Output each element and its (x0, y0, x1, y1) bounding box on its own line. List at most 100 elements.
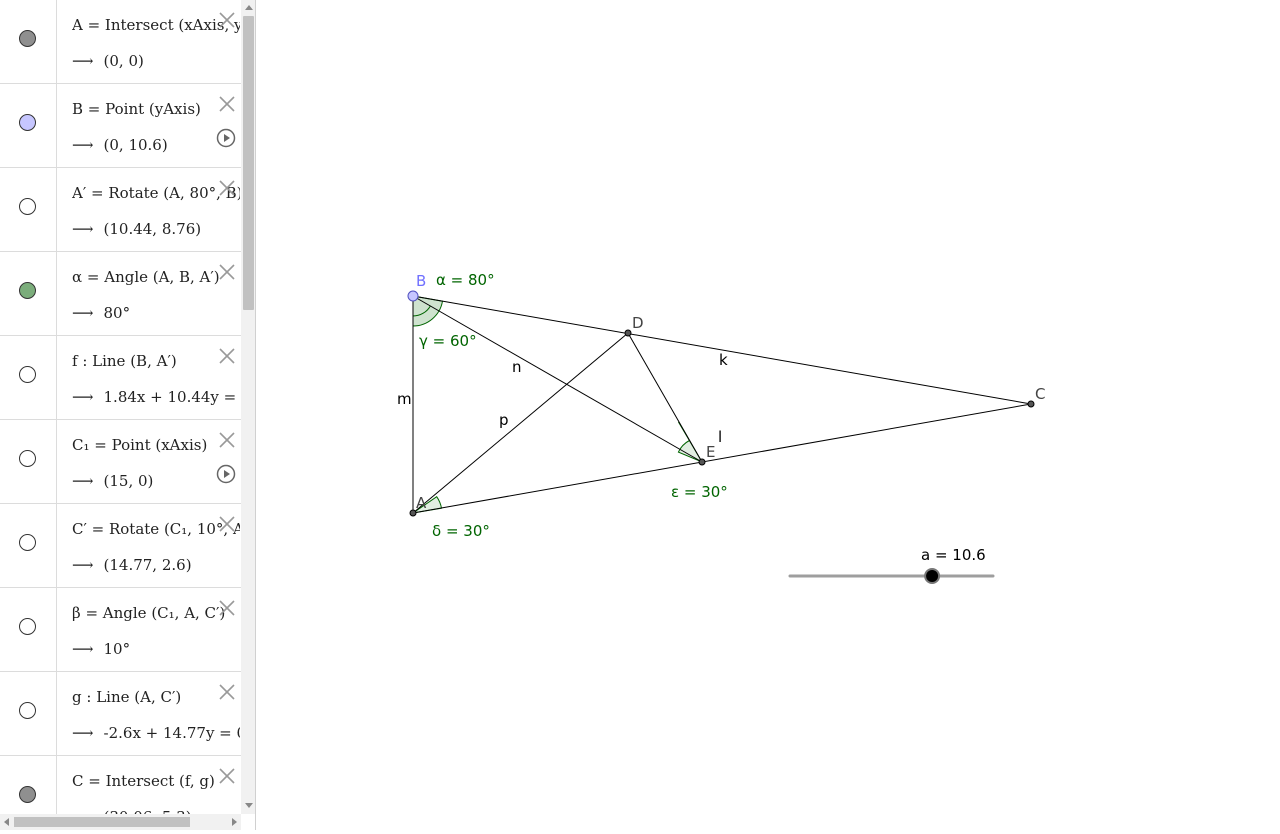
object-definition[interactable]: C₁ = Point (xAxis) (72, 436, 208, 454)
point-E[interactable] (698, 458, 706, 466)
row-marble-area (0, 168, 57, 251)
label-point-E: E (706, 443, 715, 461)
visibility-toggle[interactable] (19, 282, 36, 299)
close-icon[interactable] (218, 683, 236, 701)
object-value-line: ⟶10° (72, 640, 240, 658)
row-marble-area (0, 336, 57, 419)
row-marble-area (0, 504, 57, 587)
label-angle-alpha: α = 80° (436, 271, 495, 289)
close-icon[interactable] (218, 179, 236, 197)
arrow-icon: ⟶ (72, 52, 94, 70)
angle-alpha-sector[interactable] (412, 295, 444, 327)
object-definition[interactable]: B = Point (yAxis) (72, 100, 201, 118)
algebra-row[interactable]: A = Intersect (xAxis, yAxis) ⟶ (0, 0) (0, 0, 241, 84)
segment-l[interactable] (627, 332, 703, 463)
close-icon[interactable] (218, 95, 236, 113)
object-definition[interactable]: β = Angle (C₁, A, C′) (72, 604, 226, 622)
label-line-k: k (719, 351, 728, 369)
label-angle-delta: δ = 30° (432, 522, 490, 540)
visibility-toggle[interactable] (19, 450, 36, 467)
play-icon[interactable] (216, 464, 236, 484)
horizontal-scroll-thumb[interactable] (14, 817, 190, 827)
object-value: (15, 0) (103, 472, 154, 490)
object-value-line: ⟶1.84x + 10.44y = 110.67 (72, 388, 240, 406)
object-value: -2.6x + 14.77y = 0 (103, 724, 240, 742)
close-icon[interactable] (218, 11, 236, 29)
scroll-left-arrow[interactable] (4, 818, 9, 826)
label-angle-gamma: γ = 60° (419, 332, 477, 350)
segment-AC[interactable] (412, 403, 1032, 514)
visibility-toggle[interactable] (19, 618, 36, 635)
close-icon[interactable] (218, 347, 236, 365)
label-point-C: C (1035, 385, 1045, 403)
angle-gamma-arc (412, 305, 431, 317)
algebra-row[interactable]: C′ = Rotate (C₁, 10°, A) ⟶ (14.77, 2.6) (0, 504, 241, 588)
scroll-up-arrow[interactable] (245, 5, 253, 10)
close-icon[interactable] (218, 431, 236, 449)
visibility-toggle[interactable] (19, 786, 36, 803)
algebra-row[interactable]: α = Angle (A, B, A′)⟶80° (0, 252, 241, 336)
label-line-m: m (397, 390, 412, 408)
point-D[interactable] (624, 329, 632, 337)
point-A[interactable] (409, 509, 417, 517)
horizontal-scrollbar[interactable] (0, 814, 241, 830)
segment-k[interactable] (412, 295, 1032, 405)
visibility-toggle[interactable] (19, 534, 36, 551)
object-definition[interactable]: A′ = Rotate (A, 80°, B) (72, 184, 240, 202)
scroll-down-arrow[interactable] (245, 803, 253, 808)
row-marble-area (0, 252, 57, 335)
graphics-view[interactable]: m n p k l B A D E C α = 80° γ = 60° δ = … (256, 0, 1280, 830)
row-marble-area (0, 420, 57, 503)
arrow-icon: ⟶ (72, 724, 94, 742)
point-C[interactable] (1027, 400, 1035, 408)
arrow-icon: ⟶ (72, 220, 94, 238)
object-value: (14.77, 2.6) (103, 556, 192, 574)
vertical-scroll-thumb[interactable] (243, 16, 254, 310)
visibility-toggle[interactable] (19, 702, 36, 719)
algebra-view: A = Intersect (xAxis, yAxis) ⟶ (0, 0) B = P… (0, 0, 256, 830)
visibility-toggle[interactable] (19, 198, 36, 215)
object-value-line: ⟶(15, 0) (72, 472, 240, 490)
object-definition[interactable]: C′ = Rotate (C₁, 10°, A) (72, 520, 240, 538)
point-B[interactable] (407, 290, 419, 302)
close-icon[interactable] (218, 515, 236, 533)
visibility-toggle[interactable] (19, 30, 36, 47)
algebra-row[interactable]: A′ = Rotate (A, 80°, B) ⟶(10.44, 8.76) (0, 168, 241, 252)
object-value: (0, 0) (103, 52, 144, 70)
visibility-toggle[interactable] (19, 114, 36, 131)
object-definition[interactable]: f : Line (B, A′) (72, 352, 177, 370)
algebra-row[interactable]: C₁ = Point (xAxis) ⟶(15, 0) (0, 420, 241, 504)
algebra-row[interactable]: B = Point (yAxis) ⟶ (0, 10.6) (0, 84, 241, 168)
close-icon[interactable] (218, 767, 236, 785)
arrow-icon: ⟶ (72, 304, 94, 322)
row-marble-area (0, 84, 57, 167)
vertical-scrollbar[interactable] (241, 0, 255, 814)
algebra-row[interactable]: g : Line (A, C′) ⟶ -2.6x + 14.77y = 0 (0, 672, 241, 756)
row-marble-area (0, 756, 57, 830)
algebra-row[interactable]: β = Angle (C₁, A, C′) ⟶10° (0, 588, 241, 672)
label-point-B: B (416, 272, 426, 290)
label-point-D: D (632, 314, 644, 332)
object-definition[interactable]: α = Angle (A, B, A′) (72, 268, 220, 286)
segment-p[interactable] (412, 332, 629, 514)
object-definition[interactable]: g : Line (A, C′) (72, 688, 182, 706)
object-value-line: ⟶(10.44, 8.76) (72, 220, 240, 238)
close-icon[interactable] (218, 263, 236, 281)
close-icon[interactable] (218, 599, 236, 617)
arrow-icon: ⟶ (72, 136, 94, 154)
segment-n[interactable] (412, 295, 703, 463)
scroll-right-arrow[interactable] (232, 818, 237, 826)
arrow-icon: ⟶ (72, 556, 94, 574)
visibility-toggle[interactable] (19, 366, 36, 383)
row-marble-area (0, 0, 57, 83)
slider-label: a = 10.6 (921, 546, 986, 564)
slider-handle[interactable] (924, 568, 941, 584)
row-marble-area (0, 672, 57, 755)
play-icon[interactable] (216, 128, 236, 148)
object-definition[interactable]: A = Intersect (xAxis, yAxis) (72, 16, 240, 34)
label-line-n: n (512, 358, 522, 376)
algebra-row[interactable]: f : Line (B, A′) ⟶1.84x + 10.44y = 110.67 (0, 336, 241, 420)
object-definition[interactable]: C = Intersect (f, g) (72, 772, 215, 790)
object-value: (0, 10.6) (103, 136, 168, 154)
object-value: 10° (103, 640, 131, 658)
